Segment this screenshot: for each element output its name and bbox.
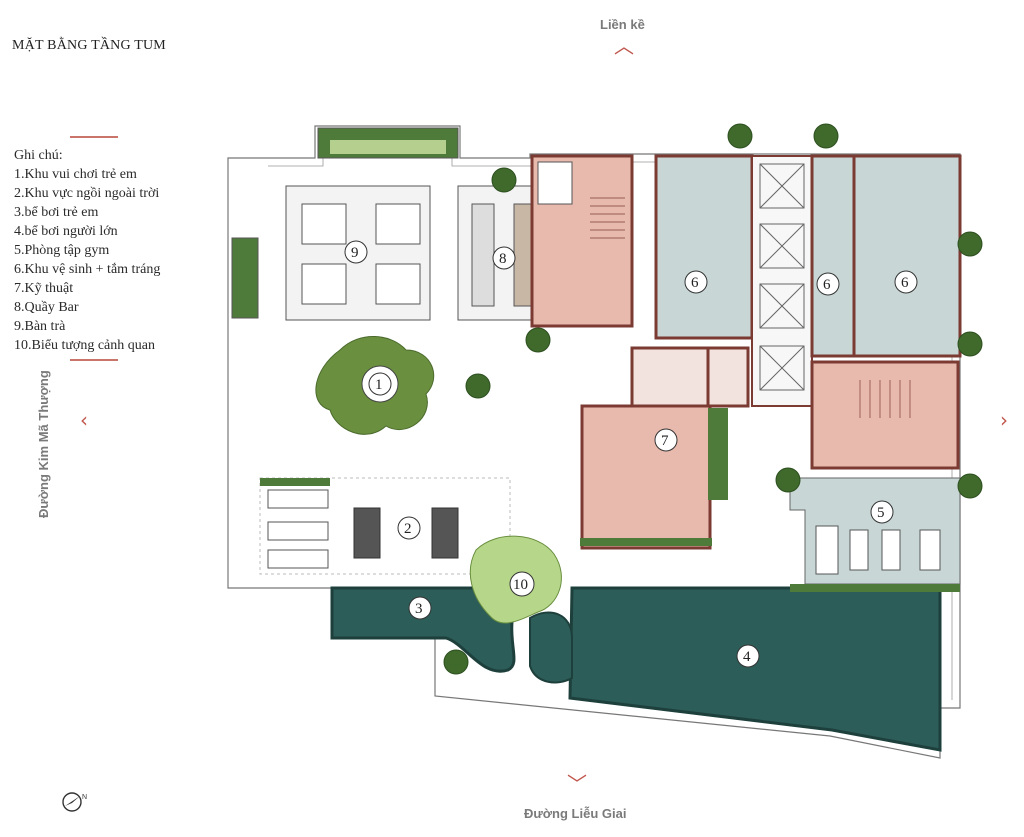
technical-room <box>580 404 712 550</box>
legend-item: 1.Khu vui chơi trẻ em <box>14 167 137 182</box>
floor-plan-drawing: 1 2 3 4 5 6 6 6 7 8 9 10 <box>227 123 983 759</box>
chevron-right-icon[interactable]: › <box>1000 408 1008 432</box>
zone-number: 2 <box>404 521 412 537</box>
chevron-up-icon[interactable]: ︿ <box>614 34 634 58</box>
outdoor-tables <box>353 507 459 559</box>
skylight-panels <box>759 163 805 391</box>
legend-item: 9.Bàn trà <box>14 319 66 334</box>
legend: Ghi chú: 1.Khu vui chơi trẻ em 2.Khu vực… <box>14 136 204 361</box>
sun-loungers <box>267 489 329 569</box>
planter-strip-bottom <box>580 538 712 546</box>
zone-number: 6 <box>901 275 909 291</box>
legend-item: 8.Quầy Bar <box>14 300 79 315</box>
lift-left <box>537 161 573 205</box>
floor-plan: 1 2 3 4 5 6 6 6 7 8 9 10 <box>220 118 1020 768</box>
svg-text:N: N <box>82 794 87 801</box>
legend-heading: Ghi chú: <box>14 148 63 163</box>
zone-number: 10 <box>513 577 528 593</box>
planter-strip-gym <box>790 584 960 592</box>
legend-item: 2.Khu vực ngồi ngoài trời <box>14 186 160 201</box>
legend-item: 4.bể bơi người lớn <box>14 224 118 239</box>
zone-number: 1 <box>375 377 383 393</box>
north-arrow-icon: N <box>60 790 90 814</box>
zone-number: 5 <box>877 505 885 521</box>
zone-number: 7 <box>661 433 669 449</box>
chevron-left-icon[interactable]: ‹ <box>80 408 88 432</box>
legend-divider-bottom <box>70 359 118 361</box>
page-title: MẶT BẰNG TẦNG TUM <box>12 38 166 53</box>
legend-divider-top <box>70 136 118 138</box>
planter-bottom-left <box>260 478 330 486</box>
bar-counter <box>471 203 495 307</box>
zone-number: 8 <box>499 251 507 267</box>
technical-room-hatch <box>630 346 712 408</box>
direction-label-top: Liền kề <box>600 17 645 32</box>
trees <box>443 123 983 675</box>
tea-tables <box>301 203 421 305</box>
zone-number: 6 <box>823 277 831 293</box>
zone-number: 3 <box>415 601 423 617</box>
gym-equipment <box>815 525 941 575</box>
adult-pool-round-end <box>529 611 573 684</box>
legend-item: 6.Khu vệ sinh + tắm tráng <box>14 262 161 277</box>
zone-number: 4 <box>743 649 751 665</box>
stair-treads-right <box>859 380 911 418</box>
wc-block-right <box>852 154 962 358</box>
planter-left <box>231 237 259 319</box>
zone-numbers: 1 2 3 4 5 6 6 6 7 8 9 10 <box>344 240 918 668</box>
stair-treads-left <box>590 197 625 239</box>
planter-top-inner <box>330 140 446 154</box>
legend-list: 1.Khu vui chơi trẻ em 2.Khu vực ngồi ngo… <box>14 165 204 355</box>
stair-core-right <box>810 360 960 470</box>
direction-label-bottom: Đường Liễu Giai <box>524 806 627 821</box>
technical-room-hatch-2 <box>706 346 750 408</box>
planter-strip-right <box>708 408 728 500</box>
wc-block-left <box>654 154 754 340</box>
legend-item: 7.Kỹ thuật <box>14 281 74 296</box>
zone-number: 9 <box>351 245 359 261</box>
legend-item: 3.bể bơi trẻ em <box>14 205 99 220</box>
chevron-down-icon[interactable]: ﹀ <box>567 772 587 796</box>
legend-item: 5.Phòng tập gym <box>14 243 110 258</box>
zone-number: 6 <box>691 275 699 291</box>
legend-item: 10.Biểu tượng cảnh quan <box>14 338 155 353</box>
direction-label-left: Đường Kim Mã Thượng <box>36 370 51 518</box>
wc-block-mid <box>810 154 856 358</box>
